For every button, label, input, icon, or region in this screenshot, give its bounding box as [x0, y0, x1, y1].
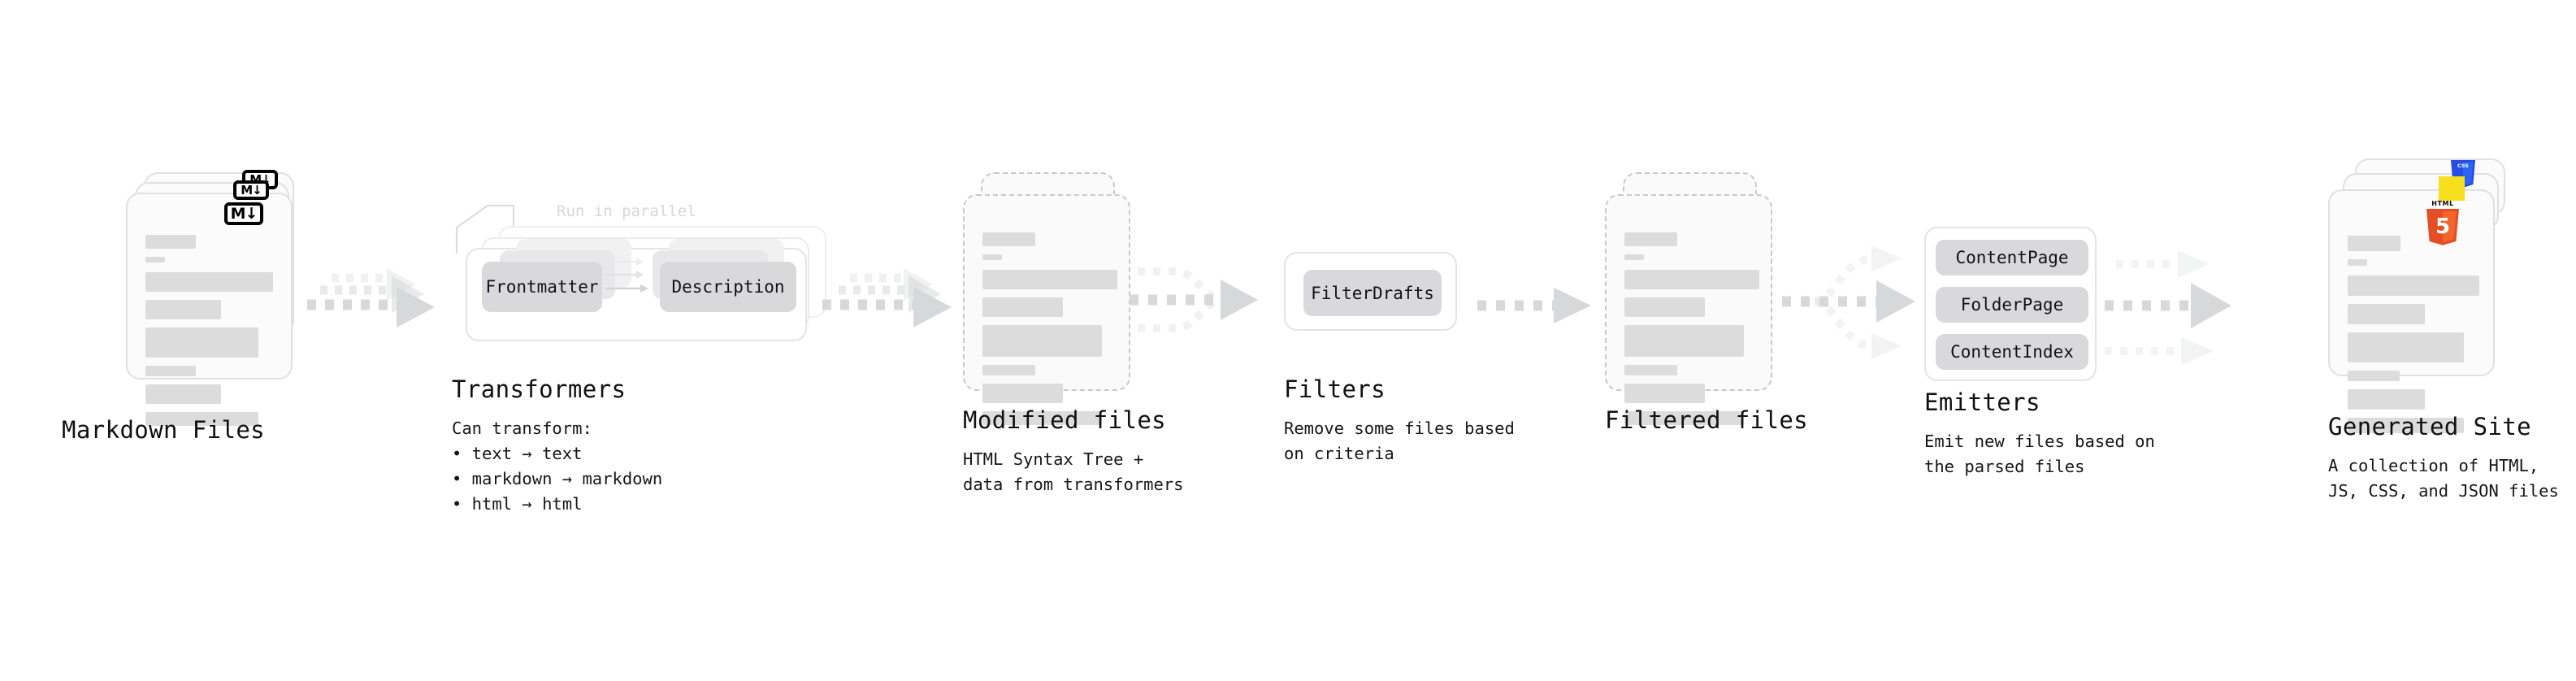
parallel-bracket [455, 203, 553, 260]
markdown-file-stack: M↓ M↓ M↓ [126, 170, 313, 426]
placeholder-line [2348, 371, 2400, 381]
placeholder-line [2348, 418, 2464, 433]
arrow-transformers-to-modified [822, 268, 985, 349]
modified-file-stack [963, 172, 1150, 425]
chip-folderpage[interactable]: FolderPage [1936, 287, 2088, 323]
placeholder-line [1624, 365, 1677, 375]
placeholder-line [145, 235, 196, 249]
placeholder-line [982, 297, 1063, 317]
arrow-filters-to-filtered [1477, 283, 1607, 332]
placeholder-line [145, 327, 258, 358]
placeholder-line [982, 270, 1117, 289]
stage-filtered-files: Filtered files [1593, 0, 1918, 681]
document-placeholder-lines [982, 232, 1117, 433]
markdown-badge-label: M↓ [230, 204, 258, 223]
stage-emitters: ContentPage FolderPage ContentIndex Emit… [1918, 0, 2210, 681]
chip-filterdrafts-label: FilterDrafts [1311, 283, 1434, 303]
svg-text:HTML: HTML [2431, 200, 2454, 207]
stage-transformers: Run in parallel [439, 0, 845, 681]
placeholder-line [145, 384, 221, 404]
javascript-badge [2439, 176, 2465, 201]
document-card-front [1605, 194, 1772, 425]
chip-contentpage-label: ContentPage [1955, 248, 2069, 267]
arrow-filtered-to-emitters [1776, 236, 1926, 370]
stage-generated-site: CSS HTML 5 Generated Site A collection o… [2227, 0, 2576, 681]
stage-desc-emitters: Emit new files based on the parsed files [1924, 432, 2155, 476]
placeholder-line [982, 232, 1035, 246]
stage-desc-modified-files: HTML Syntax Tree + data from transformer… [963, 449, 1184, 494]
arrow-emitters-to-site [2105, 237, 2259, 371]
chip-description-label: Description [671, 277, 785, 297]
document-placeholder-lines [145, 235, 273, 434]
placeholder-line [982, 384, 1063, 403]
placeholder-line [982, 365, 1035, 375]
chip-frontmatter-label: Frontmatter [485, 277, 599, 297]
stage-title-transformers: Transformers [452, 375, 627, 403]
filtered-file-stack [1605, 172, 1792, 425]
placeholder-line [1624, 325, 1744, 357]
stage-title-generated-site: Generated Site [2328, 413, 2532, 440]
filters-panel: FilterDrafts [1284, 252, 1457, 331]
arrow-modified-to-filters [1130, 258, 1276, 356]
placeholder-line [145, 257, 165, 262]
chip-filterdrafts[interactable]: FilterDrafts [1303, 270, 1442, 316]
stage-title-modified-files: Modified files [963, 406, 1167, 434]
chip-contentindex[interactable]: ContentIndex [1936, 334, 2088, 370]
chip-description[interactable]: Description [660, 262, 796, 312]
chip-folderpage-label: FolderPage [1960, 295, 2064, 314]
document-placeholder-lines [1624, 232, 1759, 433]
placeholder-line [1624, 411, 1744, 425]
markdown-badge-label-mid: M↓ [241, 182, 262, 197]
transformer-inner-arrows [605, 257, 659, 306]
placeholder-line [2348, 389, 2425, 410]
placeholder-line [2348, 304, 2425, 324]
chip-contentpage[interactable]: ContentPage [1936, 240, 2088, 275]
placeholder-line [2348, 332, 2464, 362]
stage-markdown-files: M↓ M↓ M↓ Markdown Files [0, 0, 325, 681]
placeholder-line [982, 411, 1102, 425]
document-placeholder-lines [2348, 236, 2479, 441]
markdown-badge: M↓ [224, 202, 263, 225]
arrow-markdown-to-transformers [307, 268, 470, 349]
stage-title-filters: Filters [1284, 375, 1386, 403]
stage-desc-generated-site: A collection of HTML, JS, CSS, and JSON … [2328, 456, 2559, 501]
stage-title-markdown-files: Markdown Files [62, 416, 266, 444]
placeholder-line [1624, 384, 1705, 403]
stage-desc-filters: Remove some files based on criteria [1284, 419, 1515, 463]
placeholder-line [982, 254, 1002, 260]
stage-title-filtered-files: Filtered files [1605, 406, 1809, 434]
placeholder-line [2348, 236, 2400, 251]
placeholder-line [1624, 254, 1644, 260]
placeholder-line [1624, 297, 1705, 317]
emitters-panel: ContentPage FolderPage ContentIndex [1924, 227, 2097, 381]
placeholder-line [145, 300, 221, 319]
stage-modified-files: Modified files HTML Syntax Tree + data f… [943, 0, 1268, 681]
chip-frontmatter[interactable]: Frontmatter [482, 262, 602, 312]
placeholder-line [982, 325, 1102, 357]
document-card-front [126, 193, 293, 426]
document-card-html [2328, 189, 2495, 433]
parallel-label: Run in parallel [557, 202, 696, 220]
stage-desc-transformers: Can transform: • text → text • markdown … [452, 419, 663, 514]
placeholder-line [145, 272, 273, 292]
generated-site-stack: CSS HTML 5 [2328, 158, 2523, 433]
stage-title-emitters: Emitters [1924, 388, 2040, 416]
html5-badge: HTML 5 [2423, 197, 2462, 245]
markdown-badge-mid: M↓ [233, 180, 269, 200]
placeholder-line [1624, 270, 1759, 289]
placeholder-line [2348, 275, 2479, 296]
placeholder-line [1624, 232, 1677, 246]
placeholder-line [2348, 259, 2367, 266]
stage-filters: FilterDrafts Filters Remove some files b… [1276, 0, 1552, 681]
placeholder-line [145, 366, 196, 376]
placeholder-line [145, 412, 258, 426]
svg-text:5: 5 [2435, 215, 2450, 239]
svg-text:CSS: CSS [2457, 163, 2469, 169]
chip-contentindex-label: ContentIndex [1950, 342, 2074, 362]
document-card-front [963, 194, 1130, 425]
